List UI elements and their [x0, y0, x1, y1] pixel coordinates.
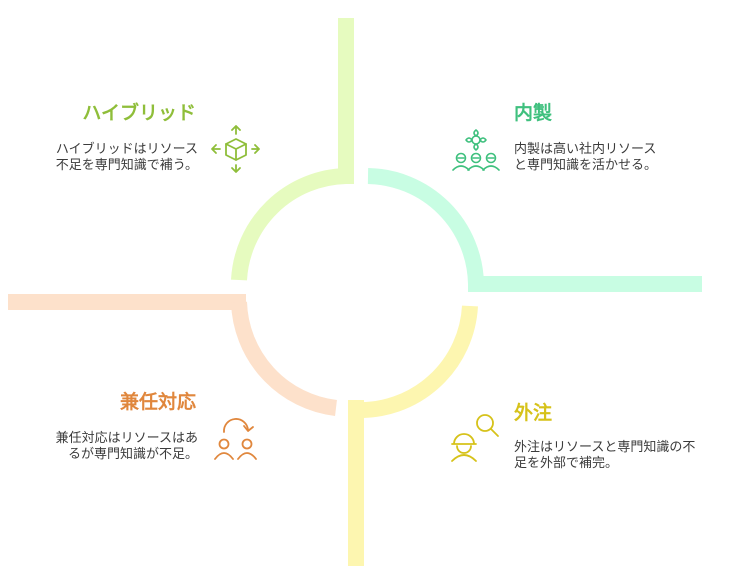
- worker-search-icon: [451, 414, 499, 462]
- band-outsource-arc: [355, 305, 478, 419]
- band-outsource: [348, 305, 478, 566]
- desc-hybrid: ハイブリッドはリソース不足を専門知識で補う。: [55, 142, 198, 173]
- band-outsource-vertical: [348, 400, 364, 566]
- band-concurrent-arc: [231, 301, 338, 416]
- band-hybrid-vertical: [338, 18, 354, 184]
- team-flower-icon: [452, 129, 500, 171]
- title-outsource: 外注: [514, 402, 553, 424]
- band-inhouse-horizontal: [468, 276, 702, 292]
- title-inhouse: 内製: [514, 102, 553, 124]
- box-arrows-icon: [211, 125, 260, 173]
- band-concurrent: [8, 294, 338, 416]
- desc-outsource: 外注はリソースと専門知識の不足を外部で補完。: [514, 440, 696, 471]
- band-concurrent-horizontal: [8, 294, 246, 310]
- desc-inhouse: 内製は高い社内リソースと専門知識を活かせる。: [514, 142, 658, 173]
- band-inhouse-arc: [367, 168, 484, 285]
- band-hybrid-arc: [231, 168, 347, 281]
- band-hybrid: [231, 18, 354, 281]
- title-hybrid: ハイブリッド: [82, 102, 196, 124]
- people-cycle-icon: [214, 418, 257, 460]
- title-concurrent: 兼任対応: [119, 391, 196, 413]
- band-inhouse: [367, 168, 702, 292]
- desc-concurrent: 兼任対応はリソースはあるが専門知識が不足。: [55, 431, 198, 462]
